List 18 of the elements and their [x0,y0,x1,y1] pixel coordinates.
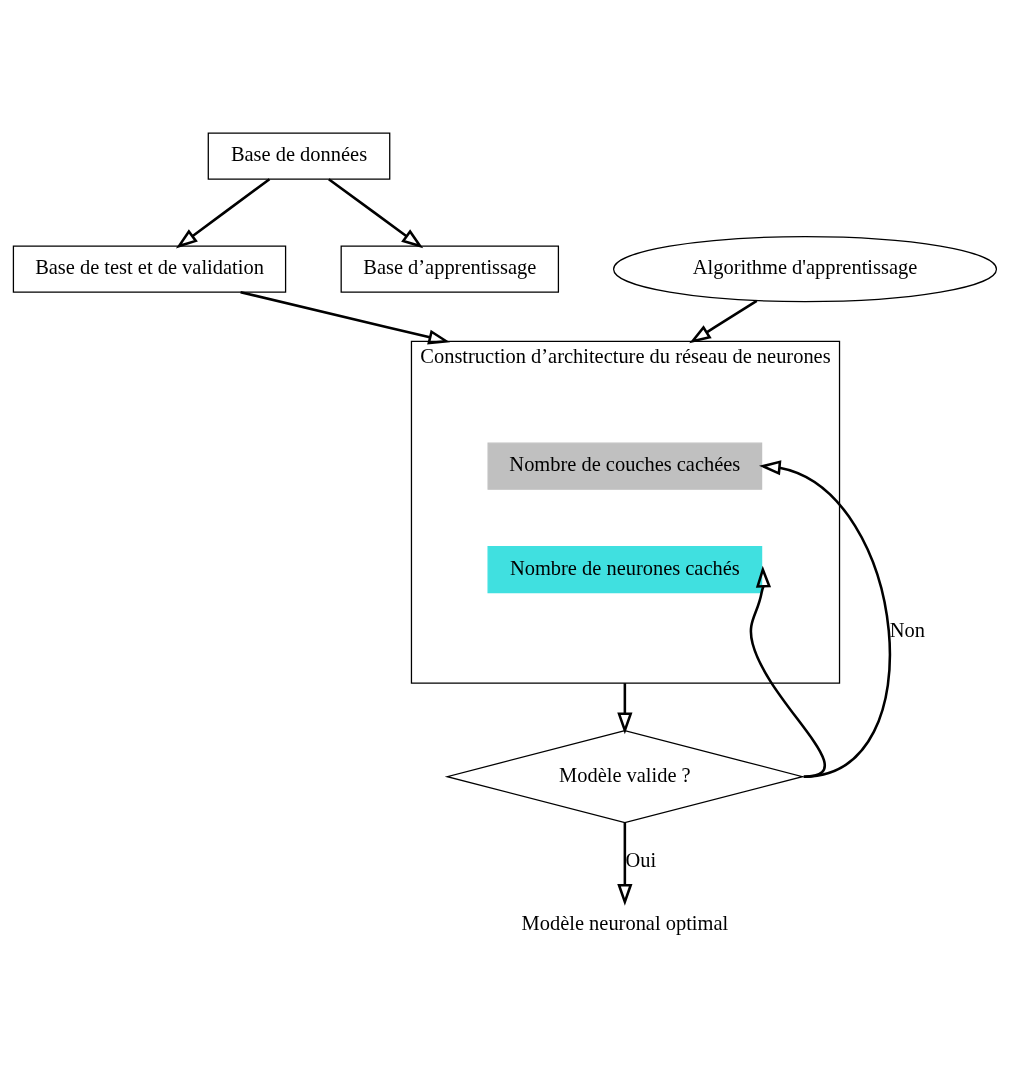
arrow [175,177,271,248]
arrow [759,459,891,778]
node-ellipse: Algorithme d'apprentissage [612,235,998,302]
edge-label: Oui [625,848,657,871]
arrow [749,565,826,778]
node-text: Modèle neuronal optimal [521,911,729,934]
arrow [240,290,451,345]
node-box: Base de données [207,131,391,180]
edge-label: Non [889,618,925,641]
node-box: Base de test et de validation [12,245,287,293]
node-diamond: Modèle valide ? [444,729,806,823]
node-box: Nombre de neurones cachés [487,545,763,593]
arrow [328,177,424,248]
arrow [617,682,633,734]
arrow [617,822,633,906]
node-box: Nombre de couches cachées [487,442,763,490]
node-box: Base d’apprentissage [340,245,560,293]
arrow [689,299,758,343]
